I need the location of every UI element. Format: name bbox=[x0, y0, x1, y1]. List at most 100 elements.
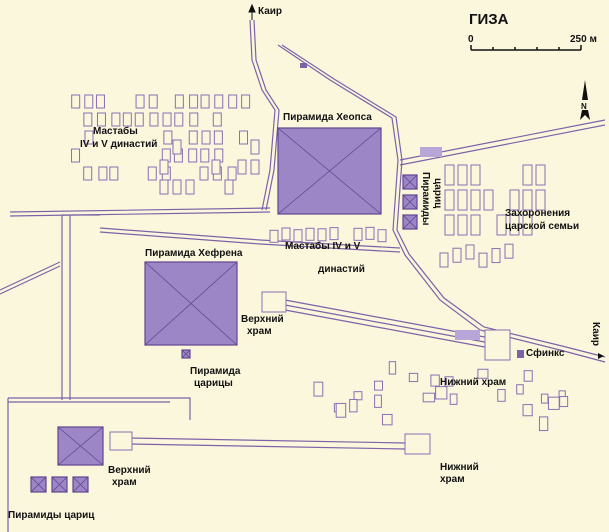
mastaba bbox=[84, 130, 94, 145]
mastaba bbox=[172, 139, 182, 155]
mastaba bbox=[509, 214, 520, 236]
map-label: Пирамиды bbox=[420, 172, 431, 225]
mastaba bbox=[174, 112, 184, 127]
mastaba bbox=[172, 179, 182, 195]
mastaba bbox=[98, 166, 108, 181]
mastaba bbox=[269, 229, 279, 243]
mastaba bbox=[241, 94, 251, 109]
mastaba bbox=[388, 361, 397, 375]
mastaba bbox=[71, 94, 81, 109]
roads bbox=[0, 19, 606, 532]
map-label: династий bbox=[318, 264, 365, 275]
mastaba bbox=[149, 112, 159, 127]
mastaba bbox=[122, 112, 132, 127]
mastaba bbox=[496, 214, 507, 236]
mastaba bbox=[444, 164, 455, 186]
map-label: храм bbox=[247, 326, 272, 337]
road-to-cairo-east bbox=[277, 44, 606, 363]
mastaba bbox=[381, 413, 393, 426]
map-label: Нижний bbox=[440, 462, 479, 473]
mastaba bbox=[478, 252, 488, 268]
mastaba bbox=[305, 227, 315, 241]
mastaba-fields bbox=[71, 94, 569, 432]
mastaba bbox=[211, 159, 221, 175]
map-label: Верхний bbox=[108, 465, 151, 476]
queen-pyramid-khafre bbox=[181, 349, 191, 359]
sphinx-marker bbox=[517, 350, 524, 358]
mastaba bbox=[523, 370, 533, 382]
mastaba bbox=[483, 189, 494, 211]
mastaba bbox=[200, 148, 210, 163]
map-label: Нижний храм bbox=[440, 377, 506, 388]
mastaba bbox=[239, 130, 249, 145]
mastaba bbox=[199, 166, 209, 181]
menkaure-causeway bbox=[129, 437, 406, 450]
mastaba bbox=[470, 164, 481, 186]
map-label: IV и V династий bbox=[80, 139, 157, 150]
mastaba bbox=[470, 189, 481, 211]
mastaba bbox=[96, 112, 106, 127]
mastaba bbox=[535, 164, 546, 186]
mastaba bbox=[84, 94, 94, 109]
map-label: храм bbox=[112, 477, 137, 488]
label-khufu: Пирамида Хеопса bbox=[283, 112, 372, 123]
mastaba bbox=[422, 392, 436, 403]
mastaba bbox=[374, 380, 383, 391]
mastaba bbox=[159, 179, 169, 195]
mastaba bbox=[377, 229, 387, 243]
label-cairo-north: Каир bbox=[258, 6, 282, 17]
cairo-arrow-icon bbox=[248, 3, 604, 359]
labels: ГИЗА Каир Каир Пирамида Хеопса Пирамида … bbox=[8, 6, 601, 521]
map-label: царицы bbox=[194, 378, 233, 389]
mastaba bbox=[522, 164, 533, 186]
queen-pyramid-diagonals bbox=[402, 174, 418, 190]
mastaba bbox=[491, 248, 501, 264]
mastaba bbox=[538, 416, 549, 432]
scale-bar: 0 250 м bbox=[468, 34, 597, 51]
khafre-upper-temple bbox=[261, 291, 287, 313]
mastaba bbox=[516, 384, 524, 395]
pyramid-khufu bbox=[277, 127, 382, 215]
mastaba bbox=[134, 112, 144, 127]
mastaba bbox=[522, 189, 533, 211]
mastaba bbox=[163, 130, 173, 145]
queen-pyramid-diagonals bbox=[402, 194, 418, 210]
mastaba bbox=[281, 227, 291, 241]
scale-end: 250 м bbox=[570, 34, 597, 45]
mastaba bbox=[465, 244, 475, 260]
mastaba bbox=[449, 393, 458, 405]
mastaba bbox=[504, 243, 514, 259]
map-label: Сфинкс bbox=[526, 347, 565, 359]
mastaba bbox=[522, 404, 533, 417]
mastaba bbox=[212, 112, 222, 127]
mastaba bbox=[522, 214, 533, 236]
mastaba bbox=[353, 227, 363, 241]
mastaba bbox=[200, 94, 210, 109]
mastaba bbox=[174, 94, 184, 109]
mastaba bbox=[313, 381, 324, 397]
mastaba bbox=[250, 139, 260, 155]
map-title: ГИЗА bbox=[469, 11, 509, 28]
queen-pyramid-diagonals bbox=[51, 476, 68, 493]
mastaba bbox=[435, 386, 448, 400]
north-arrow-icon: N bbox=[580, 80, 590, 120]
map-label: цариц bbox=[432, 178, 443, 209]
mastaba bbox=[109, 166, 119, 181]
mastaba bbox=[83, 166, 93, 181]
mastaba bbox=[224, 179, 234, 195]
mastaba bbox=[188, 130, 198, 145]
mastaba bbox=[293, 229, 303, 243]
mastaba bbox=[228, 94, 238, 109]
mastaba bbox=[365, 226, 375, 240]
scale-start: 0 bbox=[468, 34, 474, 45]
mastaba bbox=[329, 227, 339, 241]
queen-pyramid-diagonals bbox=[30, 476, 47, 493]
menkaure-upper-temple bbox=[109, 431, 133, 451]
mastaba bbox=[111, 112, 121, 127]
mastaba bbox=[135, 94, 145, 109]
enclosure-wall bbox=[61, 214, 100, 400]
menkaure-lower-temple bbox=[404, 433, 431, 455]
mastaba bbox=[335, 402, 347, 418]
label-cairo-east: Каир bbox=[590, 322, 601, 346]
